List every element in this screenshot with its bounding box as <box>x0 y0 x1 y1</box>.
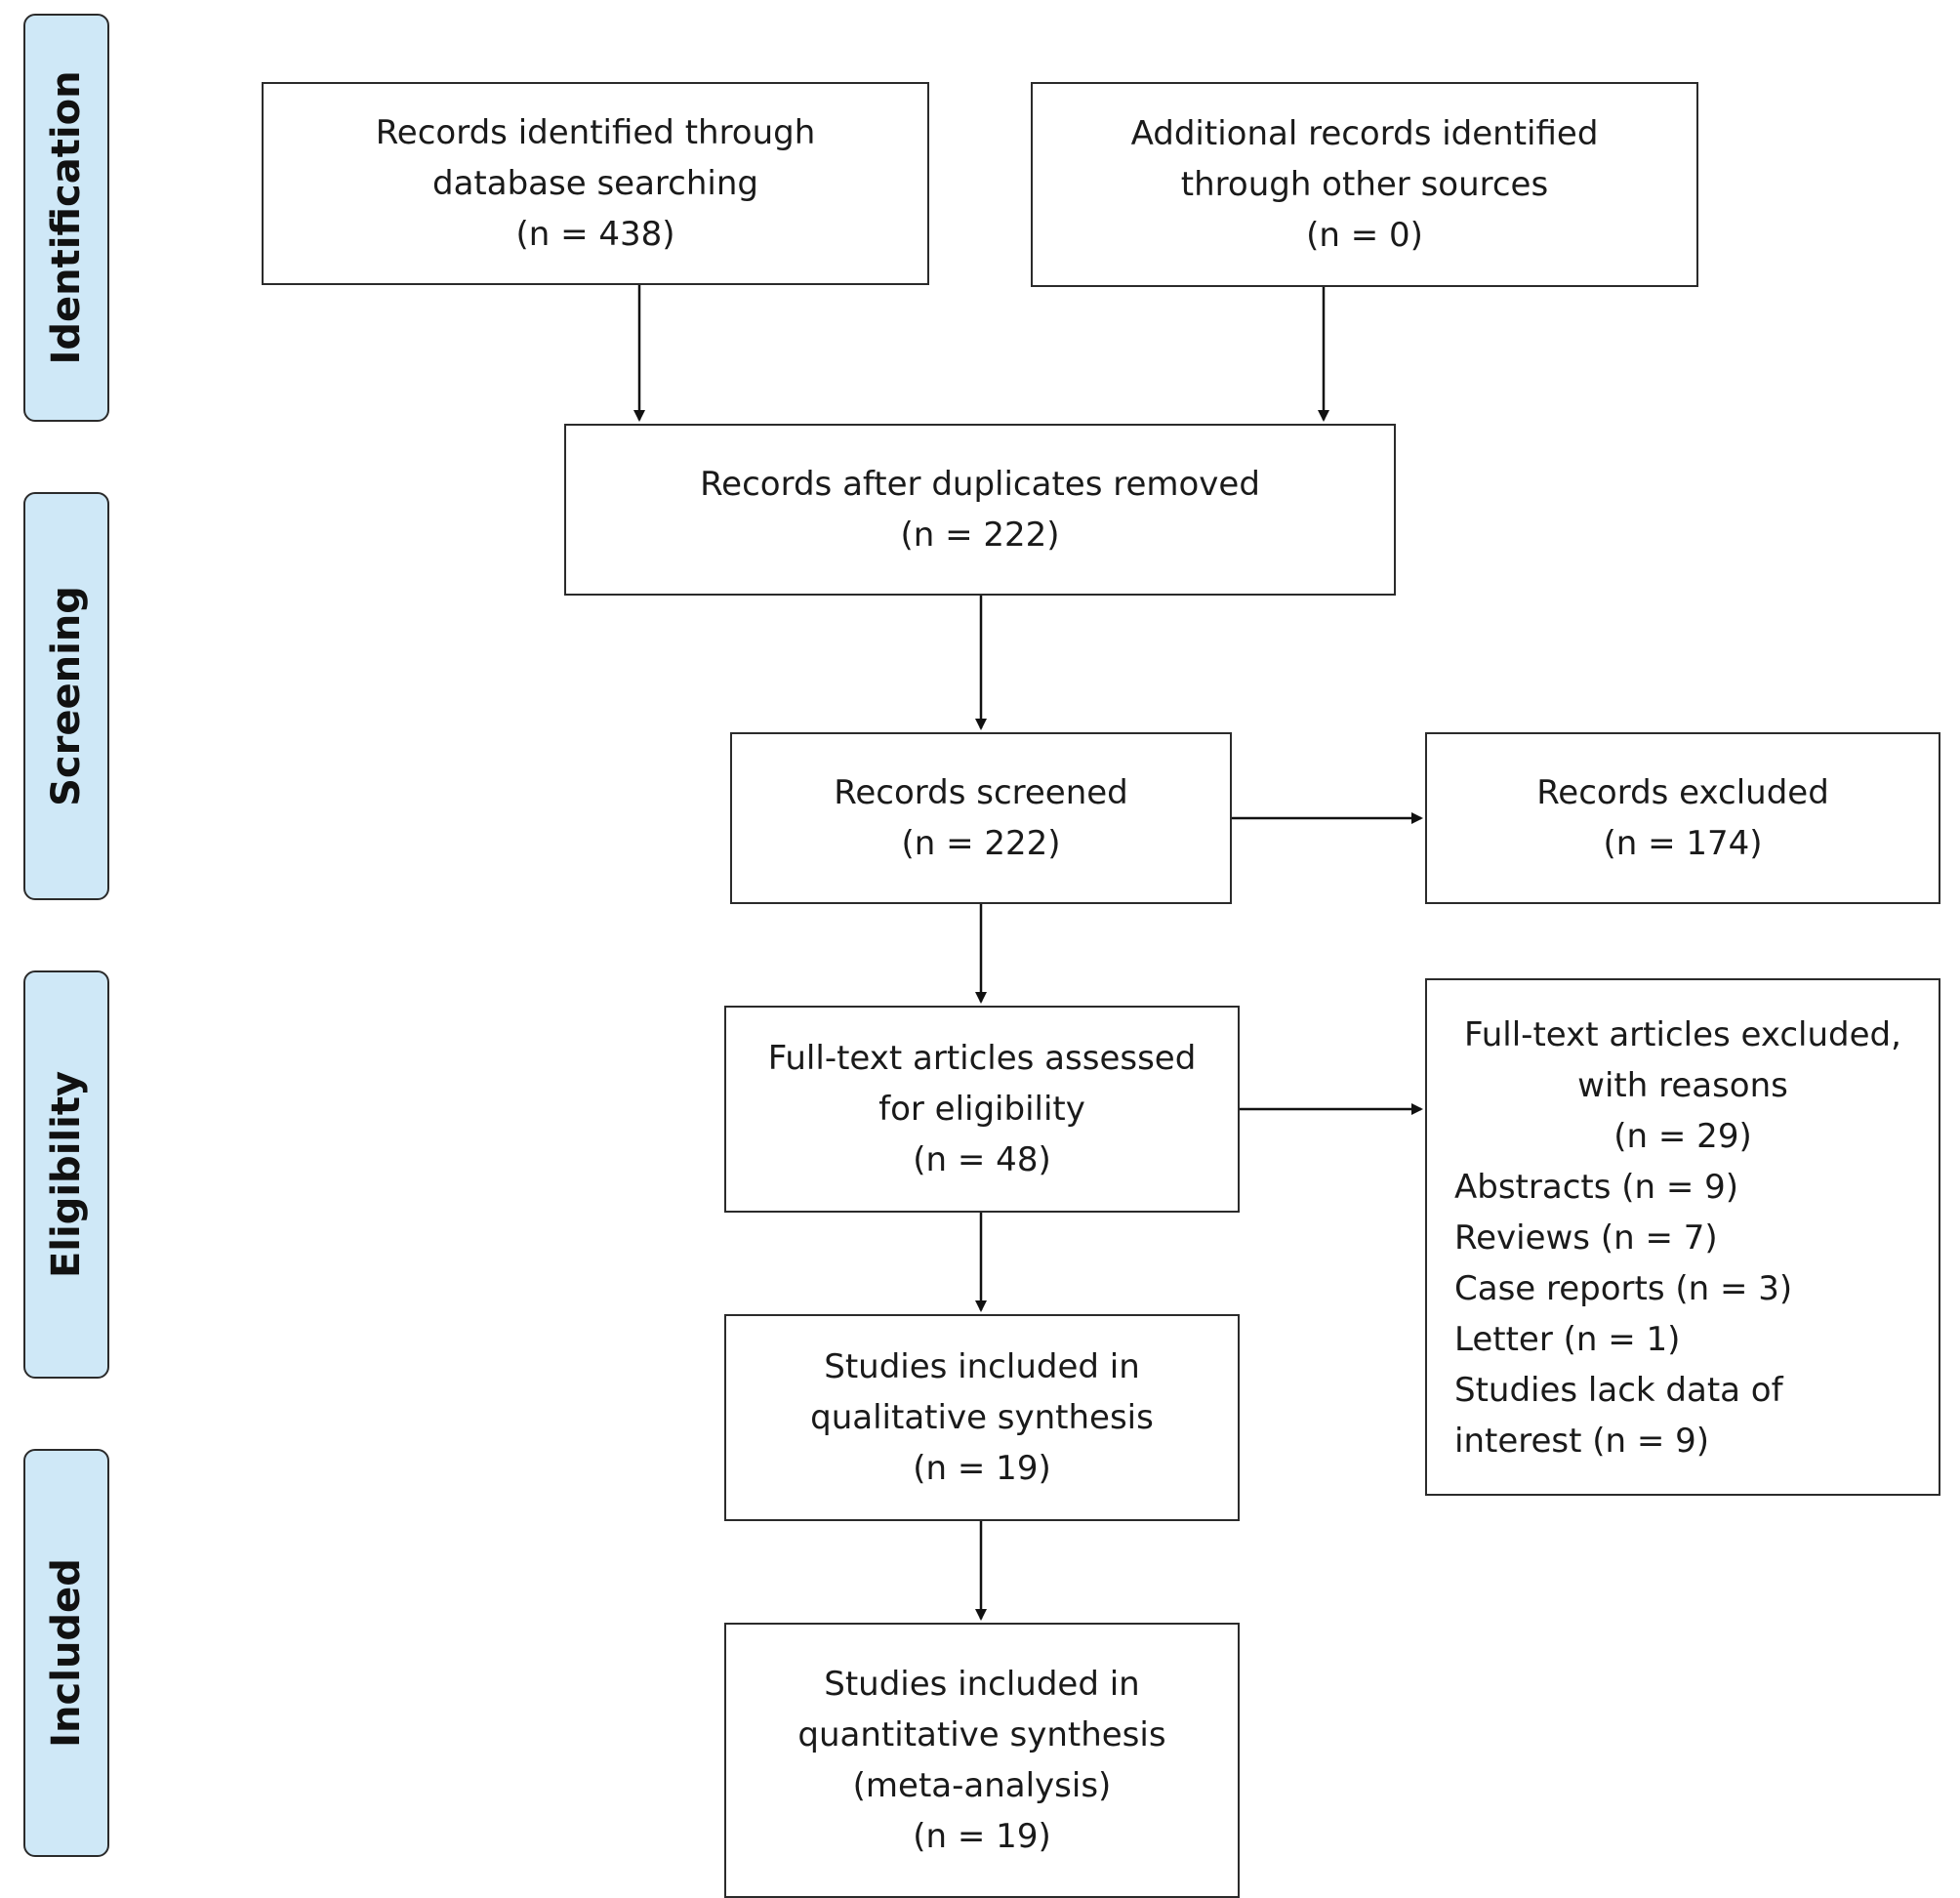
box-count: (n = 19) <box>913 1817 1051 1856</box>
exclusion-reason: Case reports (n = 3) <box>1454 1269 1793 1308</box>
box-count: (n = 29) <box>1613 1117 1752 1156</box>
box-text: database searching <box>432 164 758 203</box>
box-text: Studies included in <box>824 1347 1140 1386</box>
exclusion-reason: Abstracts (n = 9) <box>1454 1168 1739 1207</box>
box-text: Records excluded <box>1536 773 1829 812</box>
box-count: (n = 19) <box>913 1449 1051 1488</box>
stage-tab-eligibility: Eligibility <box>23 970 109 1379</box>
box-text: with reasons <box>1577 1066 1788 1105</box>
box-qualitative-synthesis: Studies included in qualitative synthesi… <box>724 1314 1240 1521</box>
box-quantitative-synthesis: Studies included in quantitative synthes… <box>724 1623 1240 1898</box>
box-text: Studies included in <box>824 1665 1140 1704</box>
box-other-sources: Additional records identified through ot… <box>1031 82 1698 287</box>
box-count: (n = 438) <box>515 215 675 254</box>
stage-tab-screening: Screening <box>23 492 109 900</box>
box-text: qualitative synthesis <box>810 1398 1154 1437</box>
exclusion-reason: Reviews (n = 7) <box>1454 1218 1718 1258</box>
box-text: Records screened <box>834 773 1128 812</box>
box-records-screened: Records screened (n = 222) <box>730 732 1232 904</box>
stage-tab-identification: Identification <box>23 14 109 422</box>
box-text: Full-text articles assessed <box>767 1039 1197 1078</box>
exclusion-reason: interest (n = 9) <box>1454 1422 1710 1461</box>
box-text: Full-text articles excluded, <box>1464 1015 1901 1054</box>
box-text: Records after duplicates removed <box>700 465 1260 504</box>
box-text: Additional records identified <box>1130 114 1599 153</box>
stage-label-included: Included <box>44 1558 89 1748</box>
box-duplicates-removed: Records after duplicates removed (n = 22… <box>564 424 1396 596</box>
box-count: (n = 174) <box>1603 824 1763 863</box>
box-count: (n = 48) <box>913 1140 1051 1179</box>
stage-tab-included: Included <box>23 1449 109 1857</box>
box-text: (meta-analysis) <box>852 1766 1112 1805</box>
stage-label-identification: Identification <box>44 70 89 365</box>
stage-label-eligibility: Eligibility <box>44 1070 89 1279</box>
box-count: (n = 222) <box>900 516 1060 555</box>
box-text: quantitative synthesis <box>797 1715 1166 1754</box>
box-database-searching: Records identified through database sear… <box>262 82 929 285</box>
exclusion-reason: Letter (n = 1) <box>1454 1320 1681 1359</box>
box-full-text-excluded: Full-text articles excluded, with reason… <box>1425 978 1940 1496</box>
stage-label-screening: Screening <box>44 586 89 806</box>
box-count: (n = 0) <box>1306 216 1423 255</box>
box-count: (n = 222) <box>901 824 1061 863</box>
box-text: through other sources <box>1180 165 1549 204</box>
exclusion-reason: Studies lack data of <box>1454 1371 1783 1410</box>
box-text: for eligibility <box>878 1090 1085 1129</box>
box-records-excluded: Records excluded (n = 174) <box>1425 732 1940 904</box>
box-text: Records identified through <box>375 113 816 152</box>
box-full-text-assessed: Full-text articles assessed for eligibil… <box>724 1006 1240 1213</box>
